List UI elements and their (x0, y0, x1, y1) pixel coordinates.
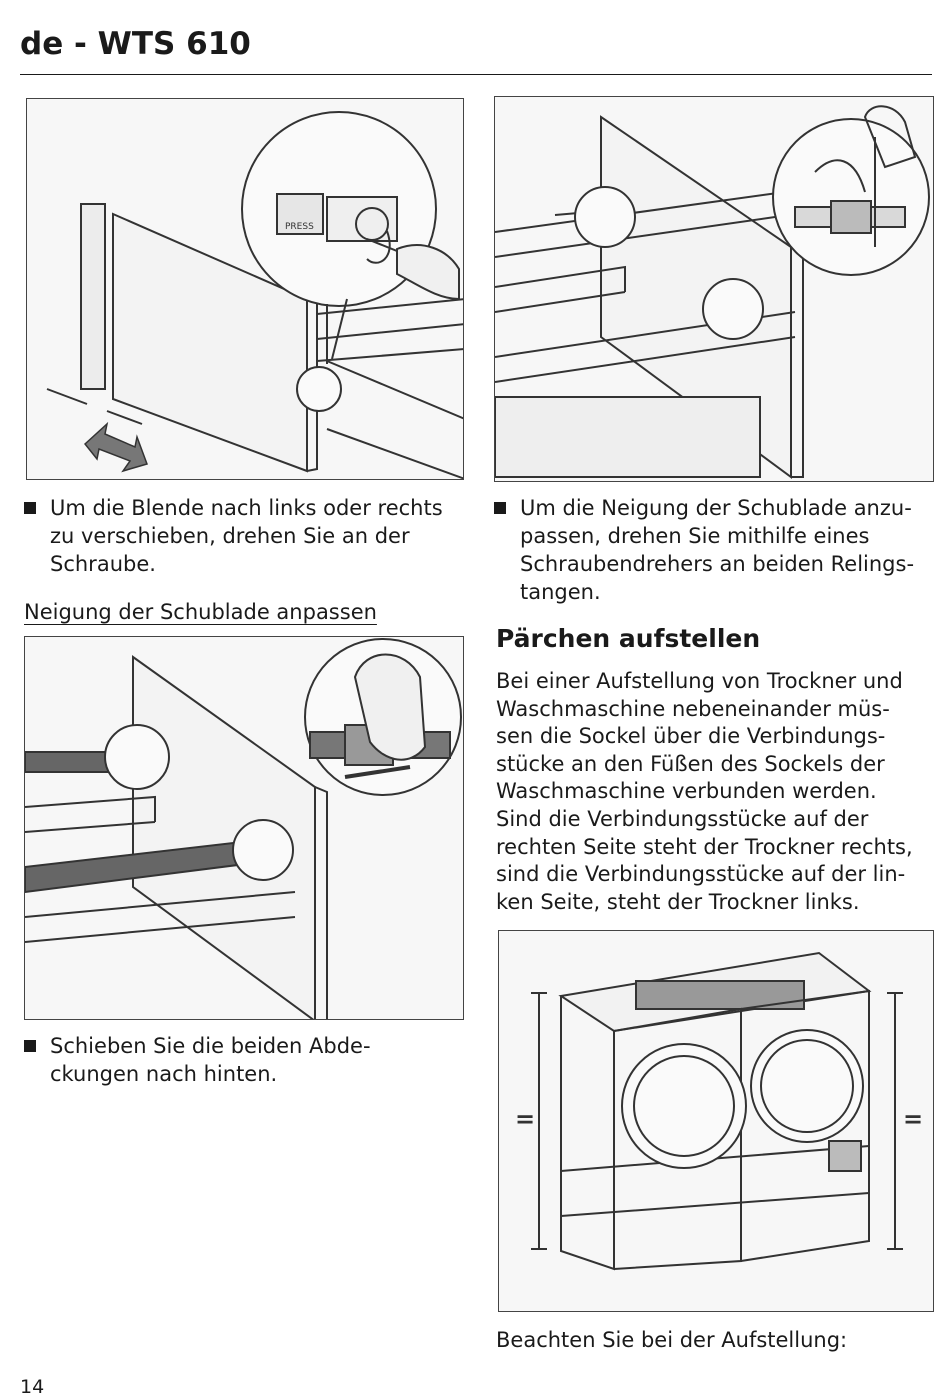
press-label: PRESS (285, 222, 314, 232)
rail-adjustment-illustration (495, 105, 930, 479)
instruction-text: Um die Neigung der Schublade anzu- passe… (520, 496, 915, 604)
bullet-square (24, 502, 36, 514)
covers-illustration (25, 638, 462, 1019)
section-heading-pair: Pärchen aufstellen (496, 624, 761, 653)
instruction-text: Schieben Sie die beiden Abde- ckungen na… (50, 1034, 371, 1086)
front-panel-illustration: PRESS (46, 111, 463, 479)
instruction-slide-covers: Schieben Sie die beiden Abde- ckungen na… (24, 1032, 464, 1088)
figure-front-panel-adjustment: PRESS (26, 98, 464, 480)
bullet-square (24, 1040, 36, 1052)
bullet-square (494, 502, 506, 514)
header-divider (20, 74, 932, 75)
figure-slide-covers (24, 636, 464, 1020)
figure-washer-dryer-pair: = = (498, 930, 934, 1312)
figure-rail-screwdriver (494, 96, 934, 482)
equal-left-marker: = (515, 1105, 535, 1133)
pair-setup-paragraph: Bei einer Aufstellung von Trockner und W… (496, 669, 913, 914)
page-title: de - WTS 610 (20, 26, 251, 62)
instruction-adjust-tilt: Um die Neigung der Schublade anzu- passe… (494, 494, 940, 606)
appliance-pair-illustration: = = (515, 951, 923, 1271)
instruction-text: Um die Blende nach links oder rechts zu … (50, 496, 443, 576)
setup-note: Beachten Sie bei der Aufstellung: (496, 1328, 848, 1352)
instruction-shift-panel: Um die Blende nach links oder rechts zu … (24, 494, 464, 578)
equal-right-marker: = (903, 1105, 923, 1133)
page-number: 14 (20, 1376, 45, 1398)
subheading-adjust-tilt: Neigung der Schublade anpassen (24, 600, 377, 624)
